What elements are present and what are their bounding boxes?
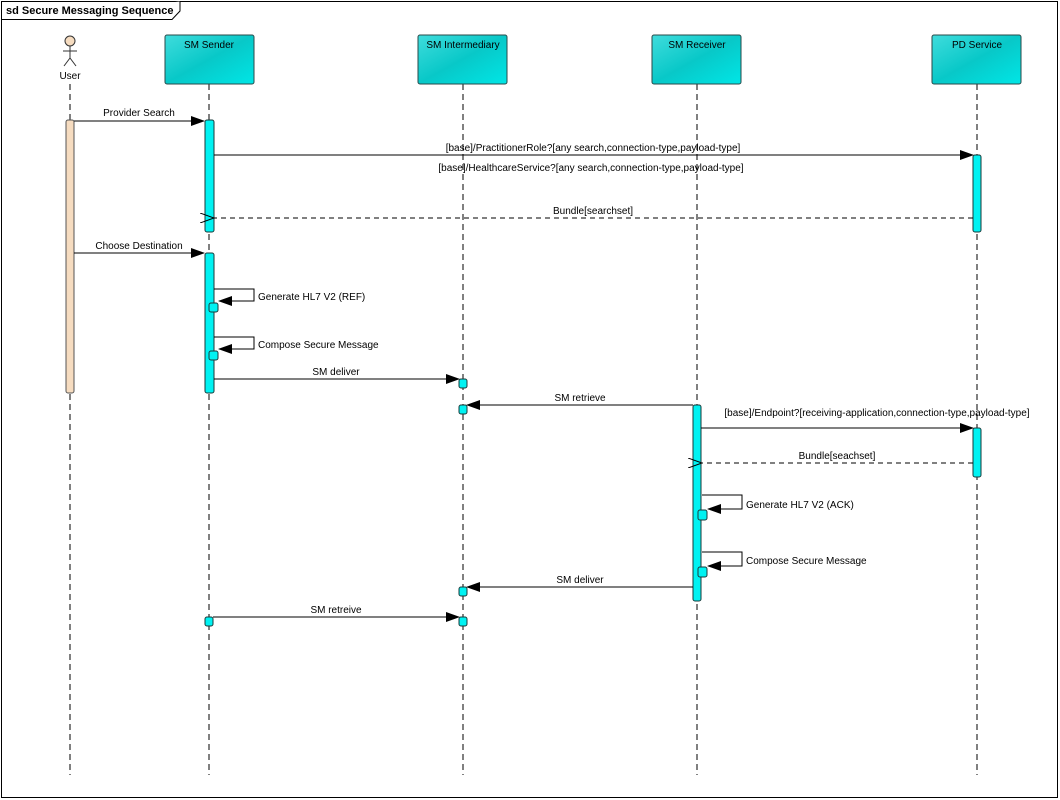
message-choose-destination[interactable]: Choose Destination xyxy=(74,241,205,258)
message-endpoint-query[interactable]: [base]/Endpoint?[receiving-application,c… xyxy=(701,408,1030,433)
activation-self-call xyxy=(208,350,219,361)
message-label: SM deliver xyxy=(556,575,604,586)
message-label: Bundle[searchset] xyxy=(553,206,633,217)
activation-sm-receiver xyxy=(692,404,702,602)
activation-sm-intermediary xyxy=(458,404,468,415)
message-label: SM deliver xyxy=(312,367,360,378)
participant-sm-intermediary[interactable]: SM Intermediary xyxy=(417,34,508,85)
message-label: Generate HL7 V2 (REF) xyxy=(258,292,365,303)
activation-sm-intermediary xyxy=(458,378,468,389)
activation-self-call xyxy=(697,509,708,521)
activation-sm-sender xyxy=(204,616,214,627)
activation-sm-intermediary xyxy=(458,616,468,627)
activation-sm-intermediary xyxy=(458,586,468,597)
participant-label: SM Receiver xyxy=(668,40,726,51)
message-label: SM retrieve xyxy=(554,393,606,404)
message-label: Generate HL7 V2 (ACK) xyxy=(746,500,854,511)
message-label: SM retreive xyxy=(310,605,362,616)
message-label: Compose Secure Message xyxy=(258,340,379,351)
actor-user[interactable]: User xyxy=(59,35,81,82)
message-label: Bundle[seachset] xyxy=(799,451,876,462)
message-note: [base]/HealthcareService?[any search,con… xyxy=(438,163,743,174)
message-bundle-return[interactable]: Bundle[seachset] xyxy=(702,451,973,463)
activation-sm-sender xyxy=(204,119,215,233)
stick-figure-icon xyxy=(63,35,77,67)
message-compose-secure-message[interactable]: Compose Secure Message xyxy=(214,336,379,354)
message-label: Choose Destination xyxy=(95,241,182,252)
activation-sm-sender xyxy=(204,252,215,394)
message-sm-deliver[interactable]: SM deliver xyxy=(214,367,460,384)
activation-pd-service xyxy=(972,154,982,233)
message-sm-retreive[interactable]: SM retreive xyxy=(213,605,460,622)
activation-self-call xyxy=(208,302,219,313)
message-practitioner-role-query[interactable]: [base]/PractitionerRole?[any search,conn… xyxy=(214,143,974,174)
actor-label: User xyxy=(59,71,81,82)
frame-title: sd Secure Messaging Sequence xyxy=(6,5,174,17)
message-sm-deliver[interactable]: SM deliver xyxy=(466,575,693,592)
message-generate-hl7-ack[interactable]: Generate HL7 V2 (ACK) xyxy=(702,494,854,514)
frame-title-tab xyxy=(1,1,181,20)
message-sm-retrieve[interactable]: SM retrieve xyxy=(466,393,693,410)
participant-sm-sender[interactable]: SM Sender xyxy=(164,34,255,85)
message-compose-secure-message[interactable]: Compose Secure Message xyxy=(702,551,867,571)
participant-label: PD Service xyxy=(952,40,1002,51)
activation-self-call xyxy=(697,566,708,578)
participant-label: SM Sender xyxy=(184,40,235,51)
message-bundle-return[interactable]: Bundle[searchset] xyxy=(214,206,973,218)
message-label: Provider Search xyxy=(103,108,175,119)
participant-pd-service[interactable]: PD Service xyxy=(931,34,1022,85)
activation-user xyxy=(65,119,75,394)
message-label: [base]/PractitionerRole?[any search,conn… xyxy=(446,143,741,154)
message-label: Compose Secure Message xyxy=(746,556,867,567)
activation-pd-service xyxy=(972,427,982,478)
participant-sm-receiver[interactable]: SM Receiver xyxy=(651,34,742,85)
message-generate-hl7-ref[interactable]: Generate HL7 V2 (REF) xyxy=(214,288,365,306)
message-provider-search[interactable]: Provider Search xyxy=(74,108,205,126)
participant-label: SM Intermediary xyxy=(426,40,499,51)
message-label: [base]/Endpoint?[receiving-application,c… xyxy=(724,408,1029,419)
